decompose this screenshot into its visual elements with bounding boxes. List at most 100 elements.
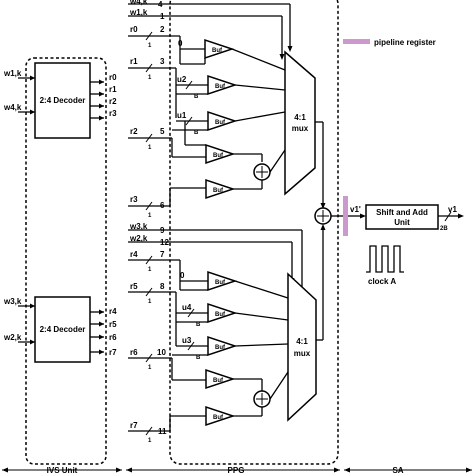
signal-2B: 2B — [440, 226, 448, 232]
clock-label: clock A — [368, 277, 396, 286]
bus-num-4: 4 — [158, 0, 163, 9]
svg-text:1: 1 — [148, 438, 152, 444]
top-in-r2: r2 — [130, 127, 138, 136]
svg-text:1: 1 — [148, 75, 152, 81]
decoder-bottom-in-w2k: w2,k — [3, 333, 22, 342]
mux-top-label-1: 4:1 — [294, 113, 306, 122]
bus-num-7: 7 — [160, 250, 165, 259]
mux-top — [284, 50, 316, 196]
mux-bottom-label-1: 4:1 — [296, 337, 308, 346]
svg-text:Buf: Buf — [215, 84, 226, 90]
svg-text:Buf: Buf — [215, 120, 226, 126]
decoder-top-out-r2: r2 — [109, 97, 117, 106]
top-in-r0: r0 — [130, 25, 138, 34]
bus-num-8: 8 — [160, 282, 165, 291]
bottom-in-r4: r4 — [130, 250, 138, 259]
svg-text:Buf: Buf — [212, 48, 223, 54]
decoder-bottom-out-r7: r7 — [109, 348, 117, 357]
shift-add-label-1: Shift and Add — [376, 208, 428, 217]
decoder-bottom-in-w3k: w3,k — [3, 297, 22, 306]
top-in-w4k: w4,k — [129, 0, 148, 6]
clock-waveform — [366, 245, 404, 273]
decoder-top-out-r1: r1 — [109, 85, 117, 94]
mux-top-label-2: mux — [292, 124, 309, 133]
bus-num-2: 2 — [160, 25, 165, 34]
svg-text:Buf: Buf — [215, 312, 226, 318]
signal-v1: v1 — [448, 205, 457, 214]
decoder-bottom-label: 2:4 Decoder — [40, 325, 86, 334]
bottom-buffer-stack: Buf 0 Buf u4 B Buf u3 B Buf Buf — [170, 270, 289, 427]
decoder-bottom-out-r4: r4 — [109, 307, 117, 316]
bottom-in-w3k: w3,k — [129, 222, 148, 231]
decoder-top — [34, 62, 91, 139]
bus-num-1: 1 — [160, 12, 165, 21]
svg-text:B: B — [196, 322, 201, 328]
svg-text:0: 0 — [178, 39, 183, 48]
decoder-bottom-outputs — [90, 309, 104, 355]
unit-label-ivs: IVS Unit — [47, 466, 78, 474]
decoder-top-out-r3: r3 — [109, 109, 117, 118]
svg-text:u2: u2 — [177, 75, 187, 84]
decoder-top-in-w1k: w1,k — [3, 69, 22, 78]
svg-text:Buf: Buf — [215, 280, 226, 286]
svg-text:Buf: Buf — [215, 345, 226, 351]
svg-text:1: 1 — [148, 299, 152, 305]
pipeline-register — [343, 196, 348, 236]
top-buffer-stack: Buf 0 Buf u2 B Buf u1 B Buf B — [170, 38, 286, 200]
bottom-in-r6: r6 — [130, 348, 138, 357]
svg-text:Buf: Buf — [213, 188, 224, 194]
bus-num-5: 5 — [160, 127, 165, 136]
top-in-w1k: w1,k — [129, 8, 148, 17]
legend-label: pipeline register — [374, 38, 436, 47]
bus-num-12: 12 — [160, 238, 169, 247]
svg-text:1: 1 — [148, 43, 152, 49]
decoder-top-outputs — [90, 79, 104, 121]
decoder-bottom-out-r6: r6 — [109, 333, 117, 342]
bus-num-9: 9 — [160, 226, 165, 235]
svg-text:1: 1 — [148, 365, 152, 371]
shift-add-unit — [365, 204, 439, 230]
svg-text:1: 1 — [148, 145, 152, 151]
buf-bottom-4 — [205, 368, 236, 390]
svg-text:Buf: Buf — [213, 415, 224, 421]
mux-bottom — [287, 272, 317, 422]
svg-text:1: 1 — [148, 213, 152, 219]
ppg-unit-boundary — [169, 0, 339, 465]
svg-text:u3: u3 — [182, 336, 192, 345]
mux-bottom-label-2: mux — [294, 349, 311, 358]
svg-text:Buf: Buf — [213, 153, 224, 159]
decoder-bottom — [34, 296, 91, 363]
bus-num-3: 3 — [160, 57, 165, 66]
svg-text:Buf: Buf — [213, 378, 224, 384]
unit-label-sa: SA — [392, 466, 403, 474]
ivs-unit-boundary — [25, 57, 107, 465]
top-in-r1: r1 — [130, 57, 138, 66]
bus-num-6: 6 — [160, 201, 165, 210]
decoder-top-label: 2:4 Decoder — [40, 96, 86, 105]
svg-text:0: 0 — [180, 271, 185, 280]
decoder-top-in-w4k: w4,k — [3, 103, 22, 112]
bus-num-10: 10 — [157, 348, 166, 357]
decoder-top-out-r0: r0 — [109, 73, 117, 82]
bottom-in-w2k: w2,k — [129, 234, 148, 243]
decoder-bottom-out-r5: r5 — [109, 320, 117, 329]
svg-text:1: 1 — [148, 267, 152, 273]
svg-text:u1: u1 — [177, 111, 187, 120]
buf-top-4 — [205, 143, 236, 165]
buf-top-5 — [205, 178, 236, 200]
bottom-in-r7: r7 — [130, 421, 138, 430]
svg-text:B: B — [194, 130, 199, 136]
top-input-bus: w4,k 4 w1,k 1 r0 2 1 r1 3 1 r2 5 1 r3 6 … — [128, 0, 293, 219]
svg-text:B: B — [196, 355, 201, 361]
bottom-input-bus: w3,k 9 w2,k 12 r4 7 1 r5 8 1 r6 10 1 r7 … — [128, 222, 305, 444]
top-in-r3: r3 — [130, 195, 138, 204]
bus-num-11: 11 — [158, 427, 167, 436]
unit-label-ppg: PPG — [228, 466, 245, 474]
svg-text:B: B — [194, 94, 199, 100]
shift-add-label-2: Unit — [394, 218, 410, 227]
bottom-in-r5: r5 — [130, 282, 138, 291]
legend-swatch — [343, 39, 370, 44]
signal-v1-prime: v1' — [350, 205, 361, 214]
